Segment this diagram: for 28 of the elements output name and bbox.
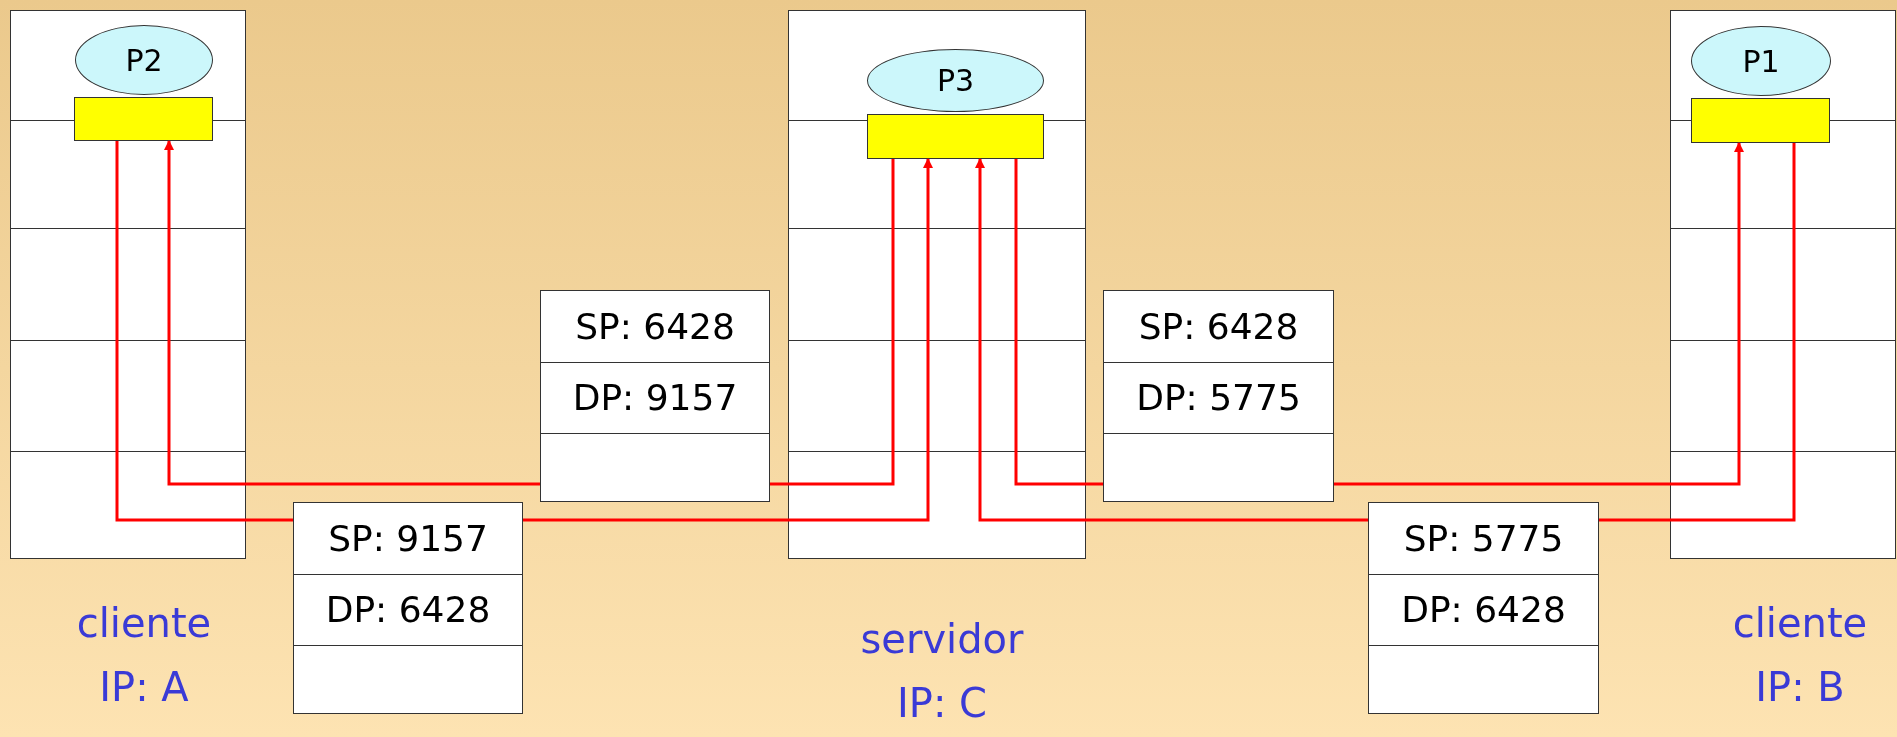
arrow [164,140,540,486]
ip-address-label: IP: B [1755,664,1845,710]
port-field: SP: 5775 [1403,518,1564,559]
socket-box [867,114,1044,159]
process-ellipse: P1 [1691,26,1831,96]
port-field: SP: 6428 [575,306,735,347]
host-role-label: cliente [76,600,212,646]
arrow [1334,142,1744,486]
ip-address-label: IP: A [99,664,189,710]
process-ellipse: P2 [75,25,213,95]
host-role-label: servidor [860,616,1024,662]
segment-box [1368,502,1599,714]
host-role-label: cliente [1732,600,1868,646]
port-field: DP: 6428 [1401,589,1566,630]
segment-box [1103,290,1334,502]
arrow [523,158,933,522]
port-field: DP: 5775 [1136,377,1301,418]
ip-address-label: IP: C [897,680,987,726]
port-field: SP: 6428 [1138,306,1299,347]
arrow [975,158,1368,522]
port-field: DP: 9157 [572,377,738,418]
port-field: SP: 9157 [328,518,488,559]
segment-box [540,290,770,502]
segment-box [293,502,523,714]
socket-box [1691,98,1830,143]
socket-box [74,97,213,141]
port-field: DP: 6428 [325,589,491,630]
process-ellipse: P3 [867,49,1044,112]
